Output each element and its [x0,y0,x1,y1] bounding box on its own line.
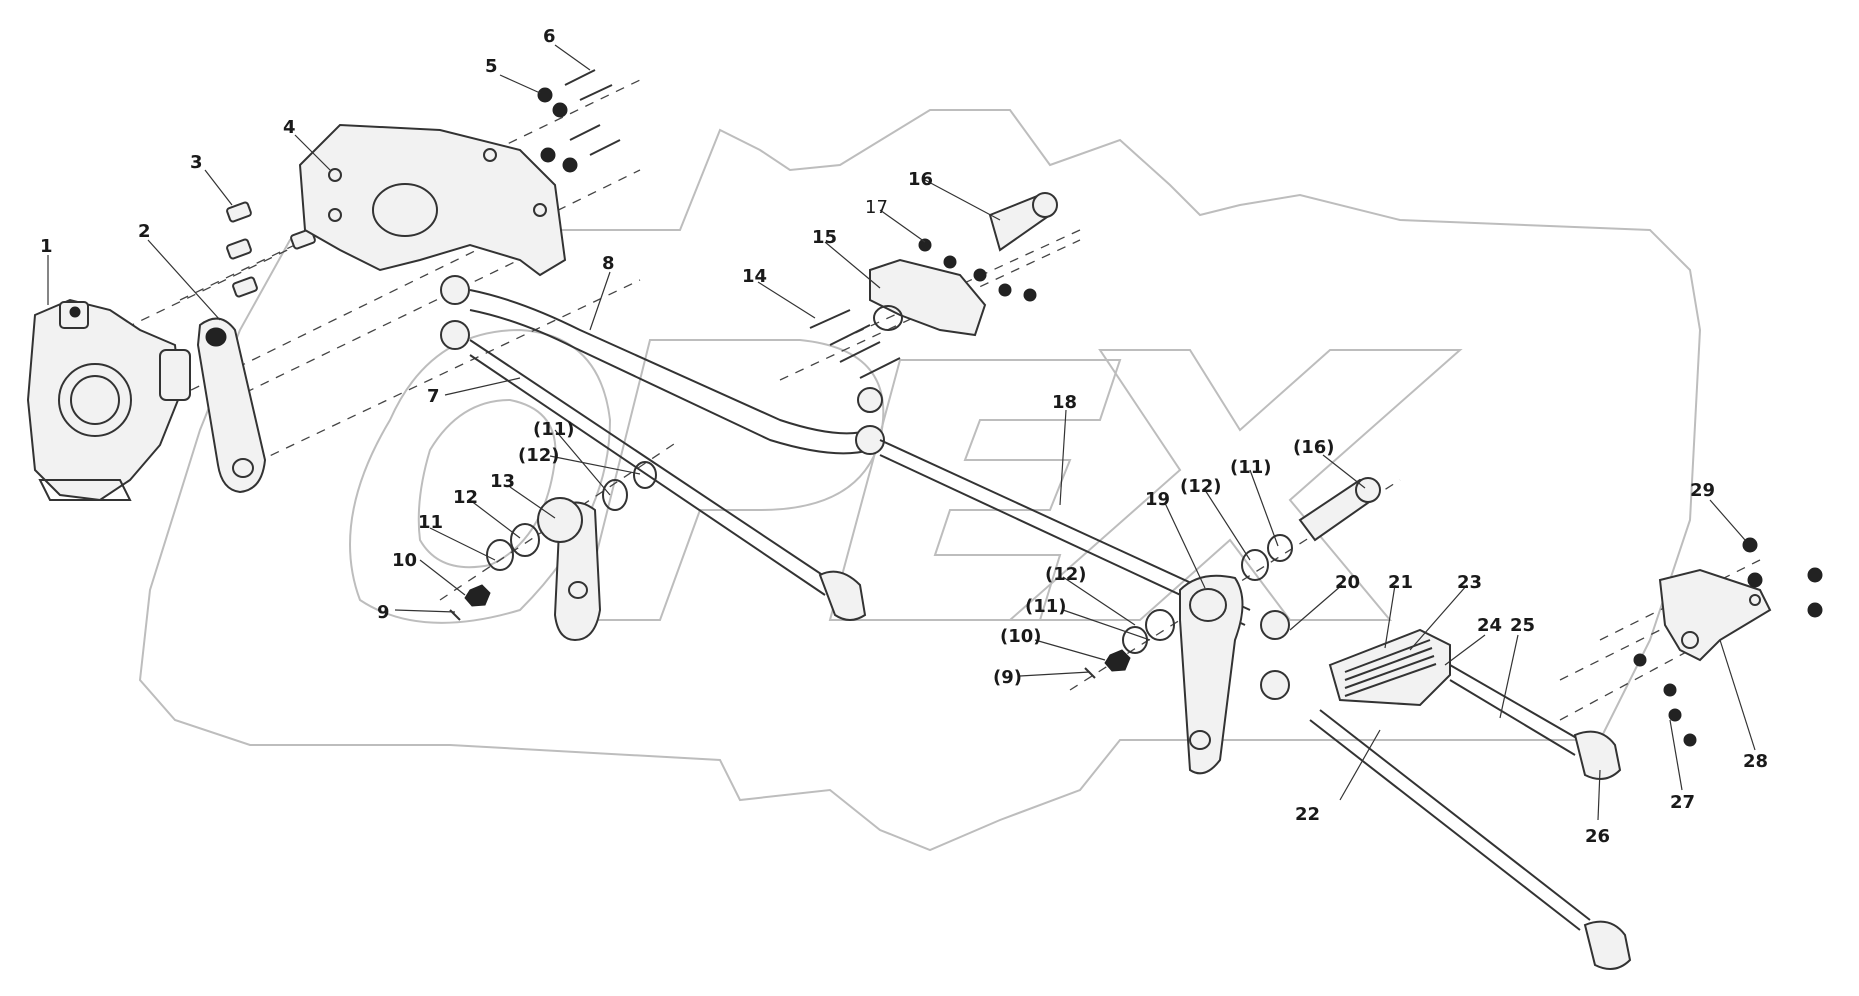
callout-15: 15 [812,227,837,248]
tie-rod-part [1260,610,1632,970]
bracket-part [298,123,567,277]
callout-1: 1 [40,236,53,257]
callout-14: 14 [742,266,767,287]
callout-26: 26 [1585,826,1610,847]
callout-23: 23 [1457,572,1482,593]
callout-11-ref-right-bottom: (11) [1025,596,1067,617]
idler-arm-right-part [1084,477,1381,775]
nuts-bolts-5-6-part [537,69,621,173]
callout-11-ref-left: (11) [533,419,575,440]
idler-arm-left-part [449,461,657,642]
callout-13: 13 [490,471,515,492]
callout-20: 20 [1335,572,1360,593]
drag-link-8-part [440,275,885,455]
callout-labels: 1 2 3 4 5 6 7 8 9 10 11 12 13 (11) (12) … [40,26,1768,847]
callout-29: 29 [1690,480,1715,501]
callout-22: 22 [1295,804,1320,825]
idler-bracket-part [809,192,1058,379]
bolts-3-part [226,201,316,298]
callout-17: 17 [865,197,888,218]
steering-gear-part [26,298,191,502]
callout-12-ref-right-top: (12) [1180,476,1222,497]
callout-11-ref-right-top: (11) [1230,457,1272,478]
callout-3: 3 [190,152,203,173]
callout-9: 9 [377,602,390,623]
pitman-arm-part [196,317,267,494]
callout-11: 11 [418,512,443,533]
callout-5: 5 [485,56,498,77]
callout-24: 24 [1477,615,1502,636]
drag-link-7-part [440,320,883,621]
callout-12-ref-right-bottom: (12) [1045,564,1087,585]
callout-28: 28 [1743,751,1768,772]
callout-19: 19 [1145,489,1170,510]
callout-21: 21 [1388,572,1413,593]
callout-2: 2 [138,221,151,242]
callout-16: 16 [908,169,933,190]
callout-27: 27 [1670,792,1695,813]
watermark-letters [349,328,1463,624]
callout-12-ref-left: (12) [518,445,560,466]
callout-8: 8 [602,253,615,274]
callout-9-ref: (9) [993,667,1022,688]
callout-25: 25 [1510,615,1535,636]
callout-7: 7 [427,386,440,407]
callout-18: 18 [1052,392,1077,413]
callout-16-ref: (16) [1293,437,1335,458]
callout-4: 4 [283,117,296,138]
leader-lines [47,44,1756,821]
right-bracket-part [1633,537,1823,747]
callout-10-ref: (10) [1000,626,1042,647]
callout-6: 6 [543,26,556,47]
callout-12: 12 [453,487,478,508]
callout-10: 10 [392,550,417,571]
